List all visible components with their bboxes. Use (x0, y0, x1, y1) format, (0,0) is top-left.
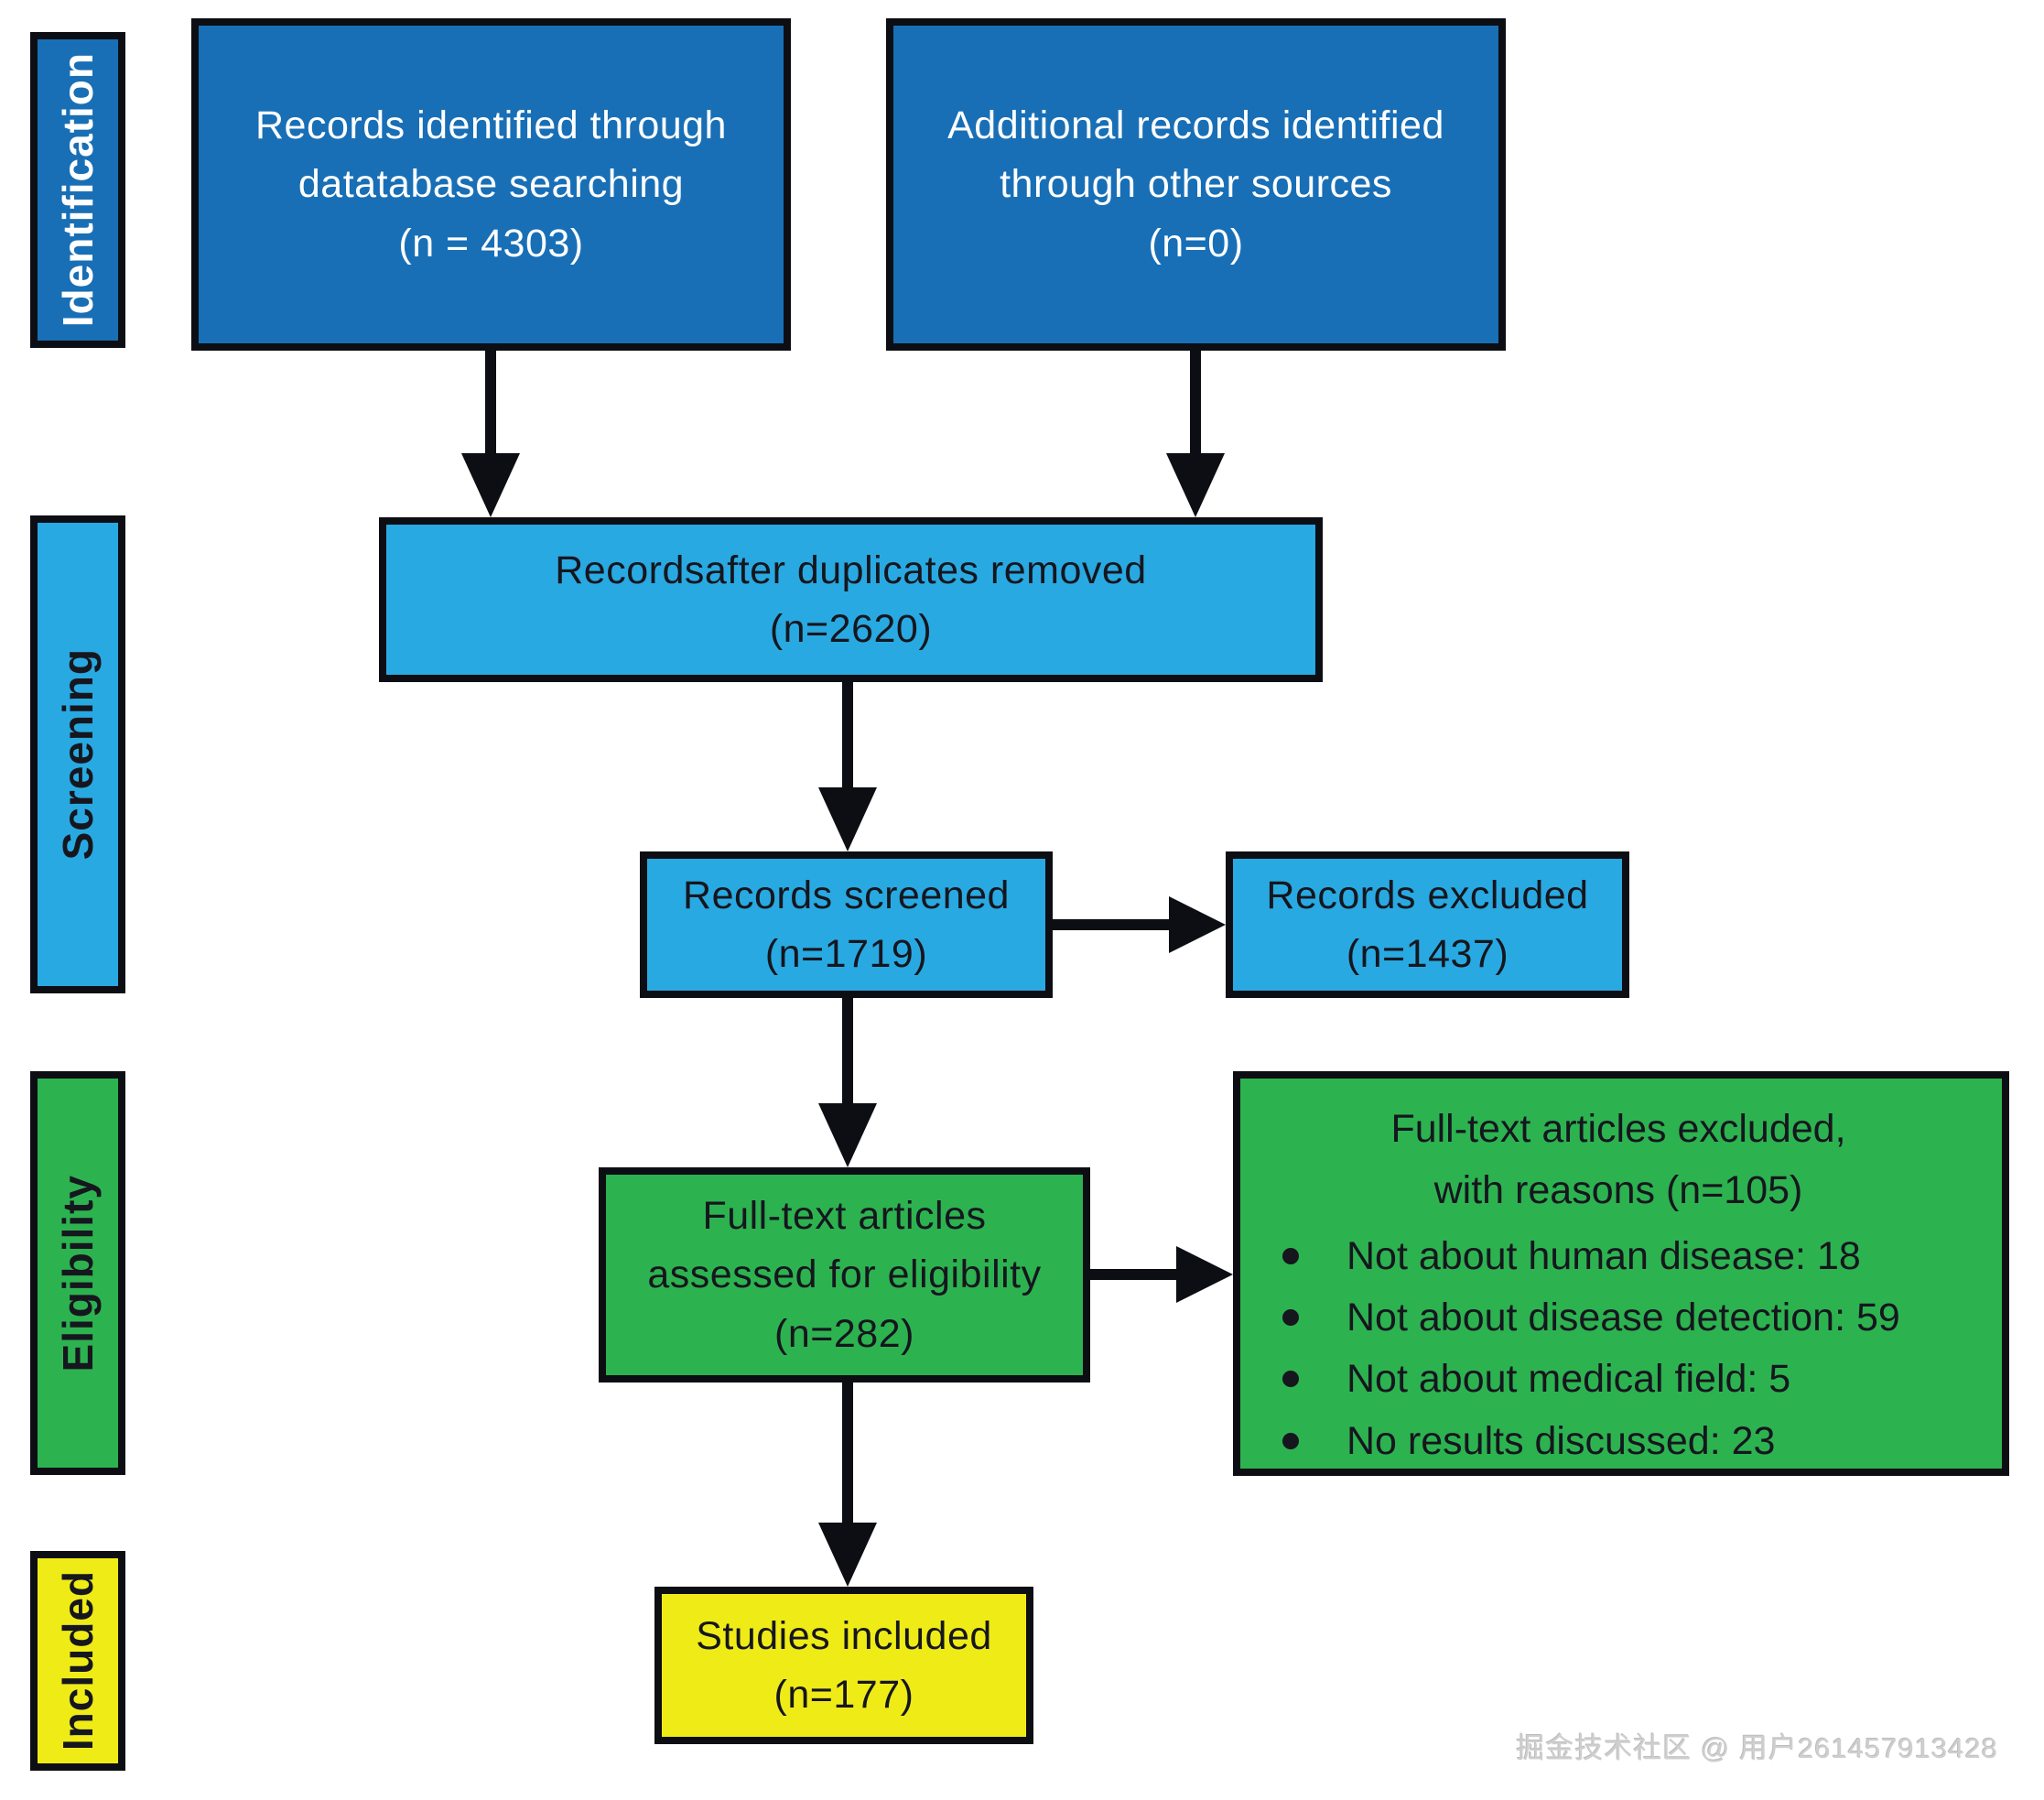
box-duplicates-removed: Recordsafter duplicates removed (n=2620) (379, 517, 1323, 682)
box-additional-records-text: Additional records identified through ot… (947, 103, 1444, 266)
stage-eligibility: Eligibility (30, 1071, 125, 1475)
box-records-screened-text: Records screened (n=1719) (683, 873, 1010, 977)
excluded-reasons-list: Not about human disease: 18 Not about di… (1262, 1226, 1974, 1471)
arrow-shaft (842, 1383, 853, 1525)
arrow-shaft (1090, 1269, 1179, 1280)
stage-eligibility-label: Eligibility (54, 1174, 102, 1372)
excluded-reason-item: Not about medical field: 5 (1262, 1349, 1974, 1410)
stage-screening-label: Screening (54, 648, 102, 861)
watermark: 掘金技术社区 @ 用户261457913428 (1516, 1732, 1998, 1764)
box-studies-included-text: Studies included (n=177) (696, 1613, 992, 1718)
arrow-head-down-icon (818, 1103, 877, 1167)
arrow-head-right-icon (1169, 896, 1226, 953)
box-records-excluded: Records excluded (n=1437) (1226, 851, 1629, 998)
box-records-identified: Records identified through datatabase se… (191, 18, 791, 351)
stage-identification-label: Identification (54, 52, 102, 328)
box-fulltext-assessed-text: Full-text articles assessed for eligibil… (647, 1193, 1042, 1356)
box-duplicates-removed-text: Recordsafter duplicates removed (n=2620) (555, 548, 1147, 652)
excluded-reason-item: No results discussed: 23 (1262, 1411, 1974, 1472)
arrow-head-down-icon (1166, 453, 1225, 517)
arrow-head-down-icon (818, 787, 877, 851)
arrow-shaft (1190, 351, 1201, 456)
stage-screening: Screening (30, 515, 125, 993)
box-records-screened: Records screened (n=1719) (640, 851, 1053, 998)
box-records-excluded-text: Records excluded (n=1437) (1266, 873, 1589, 977)
stage-included-label: Included (54, 1570, 102, 1751)
arrow-head-down-icon (461, 453, 520, 517)
arrow-shaft (1053, 919, 1172, 930)
box-fulltext-excluded: Full-text articles excluded, with reason… (1233, 1071, 2009, 1476)
arrow-shaft (842, 682, 853, 790)
stage-included: Included (30, 1551, 125, 1771)
excluded-reason-item: Not about disease detection: 59 (1262, 1287, 1974, 1349)
stage-identification: Identification (30, 32, 125, 348)
box-studies-included: Studies included (n=177) (654, 1587, 1033, 1744)
arrow-head-down-icon (818, 1523, 877, 1587)
arrow-shaft (842, 998, 853, 1106)
box-additional-records: Additional records identified through ot… (886, 18, 1506, 351)
box-fulltext-excluded-title: Full-text articles excluded, with reason… (1390, 1107, 1846, 1212)
box-fulltext-assessed: Full-text articles assessed for eligibil… (599, 1167, 1090, 1383)
excluded-reason-item: Not about human disease: 18 (1262, 1226, 1974, 1287)
box-records-identified-text: Records identified through datatabase se… (255, 103, 727, 266)
arrow-head-right-icon (1176, 1246, 1233, 1303)
arrow-shaft (485, 351, 496, 456)
